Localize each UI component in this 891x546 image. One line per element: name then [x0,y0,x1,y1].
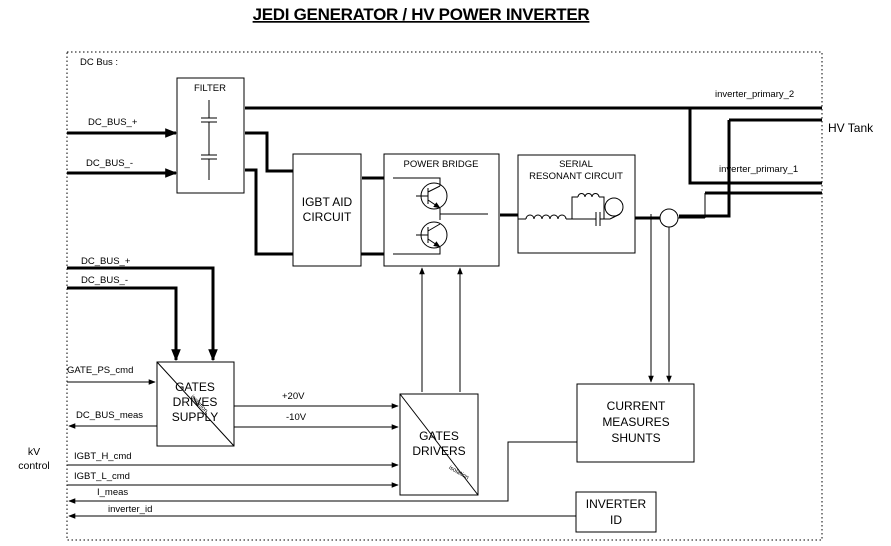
gates-drives-supply-block: GATES DRIVES SUPPLY isolation [156,361,235,447]
igbt-l-cmd-label: IGBT_L_cmd [74,471,130,482]
i-meas-label: I_meas [97,487,128,498]
gates-supply-label-2: DRIVES [173,395,218,409]
igbt-h-cmd-label: IGBT_H_cmd [74,451,132,462]
gates-drivers-label-1: GATES [419,429,459,443]
dc-bus-plus-low-label: DC_BUS_+ [81,256,131,267]
serial-label-1: SERIAL [559,159,593,170]
inverter-primary-2-label: inverter_primary_2 [715,89,794,100]
signal-wiring [67,193,706,519]
inverter-id-label-2: ID [610,513,622,527]
serial-label-2: RESONANT CIRCUIT [529,171,623,182]
gates-supply-label-3: SUPPLY [172,410,218,424]
gate-ps-cmd-label: GATE_PS_cmd [67,365,133,376]
plus-20v-label: +20V [282,391,305,402]
inverter-primary-1-label: inverter_primary_1 [719,164,798,175]
current-label-1: CURRENT [607,399,666,413]
power-bridge-label: POWER BRIDGE [404,159,479,170]
dc-bus-minus-low-label: DC_BUS_- [81,275,128,286]
gates-supply-label-1: GATES [175,380,215,394]
dc-bus-label: DC Bus : [80,57,118,68]
minus-10v-label: -10V [286,412,307,423]
hv-tank-label: HV Tank [828,121,874,135]
dc-bus-plus-top-label: DC_BUS_+ [88,117,138,128]
current-label-2: MEASURES [602,415,669,429]
dc-bus-wiring [67,106,822,362]
inverter-id-signal-label: inverter_id [108,504,152,515]
current-measures-shunts-block: CURRENT MEASURES SHUNTS [576,383,695,463]
kv-label: kV [28,446,40,458]
filter-label: FILTER [194,83,226,94]
dc-bus-meas-label: DC_BUS_meas [76,410,143,421]
gates-drivers-label-2: DRIVERS [412,444,465,458]
igbt-aid-circuit-block: IGBT AID CIRCUIT [292,153,362,267]
filter-block: FILTER [176,77,245,194]
serial-resonant-block: SERIAL RESONANT CIRCUIT [517,154,636,254]
igbt-aid-label-2: CIRCUIT [303,210,352,224]
power-bridge-block: POWER BRIDGE [383,153,500,267]
igbt-aid-label-1: IGBT AID [302,195,353,209]
enclosure-border [66,51,823,541]
inverter-id-label-1: INVERTER [586,497,647,511]
diagram-title: JEDI GENERATOR / HV POWER INVERTER [253,5,590,24]
gates-drivers-block: GATES DRIVERS isolation [399,393,479,496]
current-label-3: SHUNTS [611,431,660,445]
control-label: control [18,460,50,472]
inverter-id-block: INVERTER ID [575,491,657,533]
dc-bus-minus-top-label: DC_BUS_- [86,158,133,169]
